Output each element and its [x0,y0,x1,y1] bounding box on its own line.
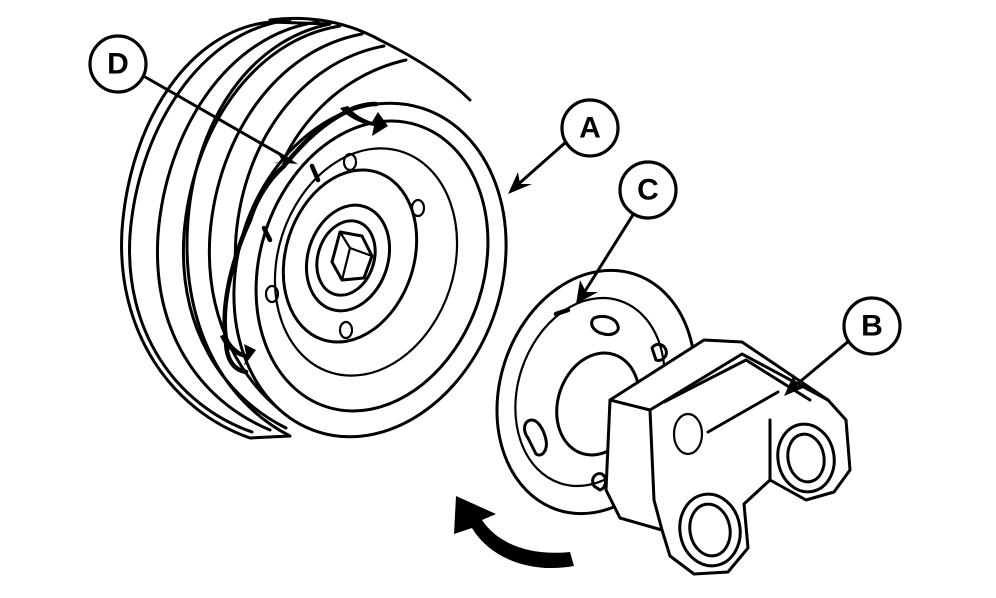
callout-b: B [842,296,902,356]
callout-c: C [618,160,678,220]
callout-d: D [88,34,148,94]
callout-a-label: A [579,112,601,145]
callout-d-label: D [107,48,129,81]
pulley [120,16,508,440]
rotation-arrow-icon [454,496,574,569]
callout-b-label: B [861,310,883,343]
leader-lines [138,72,852,396]
callout-a: A [560,98,620,158]
mounting-bracket [495,268,852,576]
callout-c-label: C [637,174,659,207]
